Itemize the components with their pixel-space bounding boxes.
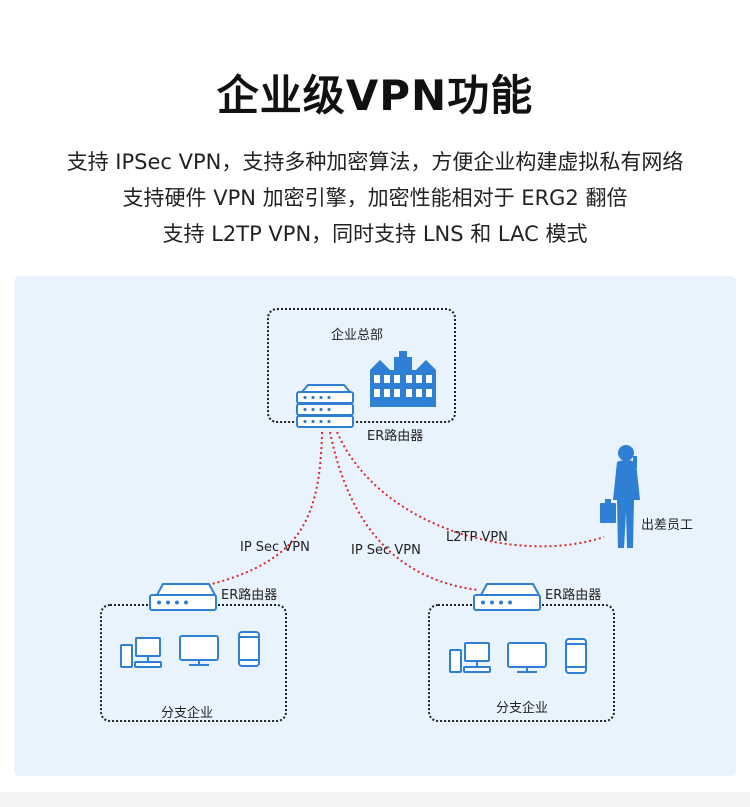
- left-desktop-pc-icon: [120, 637, 162, 668]
- link-l2tp: [336, 431, 605, 548]
- feature-line-2: 支持硬件 VPN 加密引擎，加密性能相对于 ERG2 翻倍: [122, 186, 628, 210]
- hq-router-label: ER路由器: [367, 429, 424, 444]
- right-router-label: ER路由器: [545, 588, 602, 603]
- link-ipsec-right: [329, 431, 479, 591]
- hq-label: 企业总部: [331, 328, 384, 343]
- building-icon: [370, 351, 436, 407]
- right-router-icon: [473, 583, 541, 611]
- left-phone-icon: [238, 631, 260, 667]
- hq-router-icon: [296, 384, 354, 428]
- employee-icon: [600, 445, 640, 548]
- right-desktop-pc-icon: [449, 642, 491, 673]
- feature-line-3: 支持 L2TP VPN，同时支持 LNS 和 LAC 模式: [162, 222, 588, 246]
- left-router-label: ER路由器: [221, 588, 278, 603]
- left-monitor-icon: [179, 635, 219, 666]
- right-phone-icon: [565, 638, 587, 674]
- link-ipsec-left: [211, 431, 323, 585]
- bottom-strip: [0, 792, 750, 807]
- link-left-label: IP Sec VPN: [240, 540, 310, 555]
- diagram-panel: [14, 276, 736, 776]
- branch-left-label: 分支企业: [161, 706, 214, 721]
- link-l2tp-label: L2TP VPN: [446, 530, 508, 545]
- page-title: 企业级VPN功能: [216, 71, 534, 120]
- feature-line-1: 支持 IPSec VPN，支持多种加密算法，方便企业构建虚拟私有网络: [66, 150, 684, 174]
- hq-box: [267, 308, 456, 423]
- employee-label: 出差员工: [641, 518, 694, 533]
- right-monitor-icon: [507, 642, 547, 673]
- link-mid-label: IP Sec VPN: [351, 543, 421, 558]
- branch-right-label: 分支企业: [496, 701, 549, 716]
- left-router-icon: [149, 583, 217, 611]
- vpn-links: [211, 431, 605, 591]
